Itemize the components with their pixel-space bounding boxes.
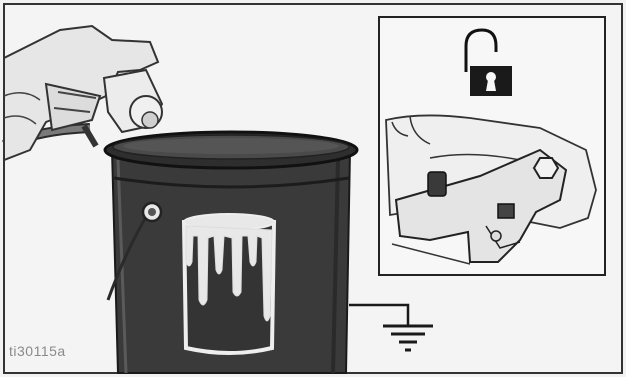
figure-id-label: ti30115a [9,343,66,359]
inset-detail-panel [379,17,605,275]
paint-can-label [184,214,274,353]
